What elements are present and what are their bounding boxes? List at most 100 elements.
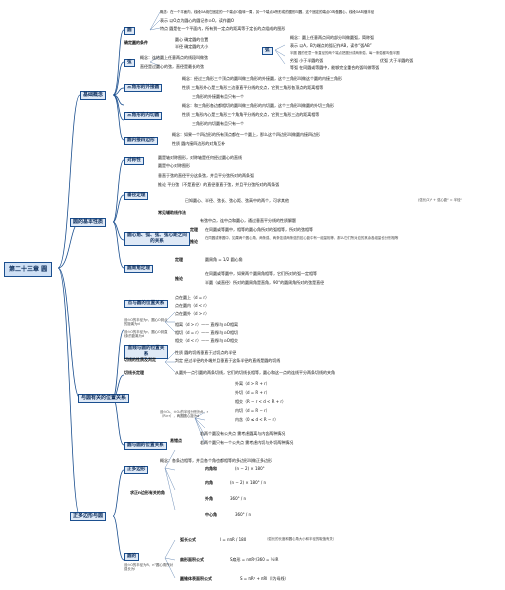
point-condition: 设⊙O的半径为r，圆心O到点的距离为d [124, 318, 168, 326]
symmetry-center: 圆是中心对称图形 [158, 163, 190, 168]
section-basic: 基础概念 [80, 91, 107, 100]
node-circle-calc: 圆的 [124, 553, 140, 561]
perp-formula: (弦长/2)² + 弦心距² = 半径² [418, 198, 462, 202]
sector-formula: S扇形 = nπR²/360 = ½lR [230, 557, 279, 562]
inscribed-corollary-2: 半圆（或直径）所对的圆周角是直角，90°的圆周角所对的弦是直径 [205, 280, 325, 285]
inner-sum-label: 内角和 [205, 466, 217, 471]
central-corollary-label: 推论 [190, 239, 198, 244]
center-angle-formula: 360° / n [235, 512, 252, 517]
inner-formula: (n − 2) × 180° / n [230, 480, 267, 485]
construct-midpoint: 有弦中点，连中点和圆心，通过垂直平分线的性质解题 [200, 218, 296, 223]
root-title: 第二十三章 圆 [4, 262, 53, 277]
central-theorem-label: 定理 [190, 227, 198, 232]
node-circumcircle: 三角形的外接圆 [124, 84, 163, 92]
arc-major: 优弧 大于半圆的弧 [380, 58, 414, 63]
node-point-circle: 点与圆的位置关系 [124, 300, 168, 308]
perp-theorem: 垂直于弦的直径平分这条弦，并且平分弦所对的两条弧 [158, 173, 254, 178]
outer-formula: 360° / n [230, 496, 247, 501]
inscribed-theorem-label: 定理 [175, 257, 183, 262]
determine-circle: 确定圆的条件 [124, 40, 148, 45]
arc-semicircle: 半圆 圆的任意一条直径的两个端点把圆分成两条弧，每一条弧都叫做半圆 [290, 51, 400, 55]
regular-angles: 求正n边形有关的角 [130, 490, 165, 495]
circles-intersect: 相交（R − r < d < R + r） [235, 399, 286, 404]
symmetry-axis: 圆是轴对称图形，对称轴是任何经过圆心的直线 [158, 155, 242, 160]
section-position: 与圆有关的位置关系 [78, 394, 130, 403]
circles-note-2: 若两个圆只有一个公共点 需考虑内切与外切两种情况 [200, 440, 294, 445]
node-circle: 圆 [124, 27, 135, 35]
equal-arc: 等弧 在同圆或等圆中，能够完全重合的弧叫做等弧 [290, 65, 380, 70]
node-inscribed-angle: 圆周角定理 [124, 265, 153, 273]
incircle-property: 性质 三角形内心是三角形三个角角平分线的交点，它到三角形三边的距离相等 [182, 112, 320, 117]
outer-label: 外角 [205, 496, 213, 501]
tangent-length: 从圆外一点引圆的两条切线，它们的切线长相等，圆心和这一点的连线平分两条切线的夹角 [175, 370, 335, 375]
point-on: 点在圆上（d = r） [175, 295, 210, 300]
circumcircle-definition: 概念：经过三角形三个顶点的圆叫做三角形的外接圆，这个三角形叫做这个圆的内接三角形 [182, 76, 342, 81]
node-two-circles: 圆与圆的位置关系 [124, 442, 167, 450]
tangent-label: 切线的性质及判定 [124, 357, 156, 362]
center-angle-label: 中心角 [205, 512, 217, 517]
circle-representation: 表示 以O点为圆心的圆记作⊙O，读作圆O [160, 18, 235, 23]
cone-label: 圆锥体表面积公式 [180, 576, 212, 581]
incircle-definition: 概念：和三角形各边都相切的圆叫做三角形的内切圆，这个三角形叫做圆的外切三角形 [182, 103, 334, 108]
inner-label: 内角 [205, 480, 213, 485]
calc-condition: 设⊙O的半径为R，n°圆心角所对弧长为l [124, 563, 174, 571]
node-line-circle: 直线与圆的位置关系 [124, 345, 168, 359]
quad-definition: 概念：如果一个四边形的所有顶点都在一个圆上，那么这个四边形叫做圆内接四边形 [172, 132, 320, 137]
circle-definition: 概念：在一个平面内，线段OA绕它固定的一个端点O旋转一周，另一个端点A所形成的图… [160, 10, 375, 14]
determine-radius: 半径 确定圆的大小 [175, 44, 209, 49]
circumcircle-unique: 三角形的外接圆有且只有一个 [192, 94, 244, 99]
chord-definition: 概念：连结圆上任意两点的线段叫做弦 [140, 55, 208, 60]
construct-lines: 常见辅助线作法 [158, 210, 186, 215]
point-inside: 点在圆内（d < r） [175, 303, 210, 308]
section-polygon: 正多边形与圆 [70, 512, 107, 521]
cone-formula: S = πR² + πRl（l为母线） [240, 576, 289, 581]
tangent-judge: 判定 经过半径的外端并且垂直于这条半径的直线是圆的切线 [175, 358, 281, 363]
point-outside: 点在圆外（d > r） [175, 311, 210, 316]
line-intersect: 相交（d < r）—— 直线l与⊙O相交 [175, 338, 238, 343]
tangent-property: 性质 圆的切线垂直于过切点的半径 [175, 350, 237, 355]
node-incircle: 三角形的内切圆 [124, 112, 163, 120]
sector-label: 扇形面积公式 [180, 557, 204, 562]
circles-separate: 外离（d > R + r） [235, 381, 270, 386]
circles-contain: 内含（0 ≤ d < R − r） [235, 417, 279, 422]
arc-length-formula: l = nπR / 180 [220, 537, 247, 542]
node-regular-polygon: 正多边形 [124, 466, 149, 474]
regular-definition: 概念：各条边相等，并且各个角也都相等的多边形叫做正多边形 [160, 458, 272, 463]
inner-sum-formula: (n − 2) × 180° [235, 466, 265, 471]
perp-calc: 已知圆心、半径、弦长、弦心距、弦高中的两个，可求其他 [185, 198, 289, 203]
tangent-length-label: 切线长定理 [124, 370, 144, 375]
quad-property: 性质 圆内接四边形的对角互补 [172, 141, 226, 146]
perp-corollary: 推论 平分弦（不是直径）的直径垂直于弦，并且平分弦所对的两条弧 [158, 182, 280, 187]
section-property: 圆的基本性质 [70, 218, 107, 227]
line-condition: 设⊙O的半径为r，圆心O到直线l的距离为d [124, 330, 168, 338]
circumcircle-property: 性质 三角形外心是三角形三边垂直平分线的交点，它到三角形各顶点的距离相等 [182, 85, 324, 90]
node-symmetry: 对称性 [124, 157, 144, 165]
arc-representation: 表示 以A，B为端点的弧记作AB，读作“弧AB” [290, 43, 372, 48]
circles-note-1: 若两个圆没有公共点 需考虑圆离与内含两种情况 [200, 431, 286, 436]
circles-condition: 设⊙O₁、⊙O₂的半径分别为R、r（R>r），两圆圆心距为d [160, 410, 209, 418]
circles-ext-tangent: 外切（d = R + r） [235, 390, 270, 395]
arc-minor: 劣弧 小于半圆的弧 [290, 58, 324, 63]
inscribed-corollary-label: 推论 [175, 276, 183, 281]
circles-note-label: 易错点 [170, 438, 182, 443]
arc-definition: 概念：圆上任意两点间的部分叫做圆弧，简称弧 [290, 35, 374, 40]
arc-length-label: 弧长公式 [180, 537, 196, 542]
incircle-unique: 三角形的内切圆有且只有一个 [192, 121, 244, 126]
determine-center: 圆心 确定圆的位置 [175, 37, 209, 42]
node-inscribed-quad: 圆内接四边形 [124, 137, 158, 145]
central-theorem: 在同圆或等圆中，相等的圆心角所对的弧相等，所对的弦相等 [205, 227, 313, 232]
node-arc: 弧 [262, 47, 273, 55]
node-central-angle: 圆心角、弧、弦、弦心距之间的关系 [124, 232, 190, 246]
node-chord: 弦 [124, 59, 135, 67]
inscribed-corollary-1: 在同圆或等圆中，如果两个圆周角相等，它们所对的弧一定相等 [205, 271, 317, 276]
circle-feature: 特点 圆是在一个平面内，所有到一定点的距离等于定长的点组成的图形 [160, 26, 286, 31]
central-corollary: 在同圆或等圆中，如果两个圆心角、两条弧、两条弦或两条弦的弦心距中有一组量相等，那… [205, 236, 399, 240]
circles-int-tangent: 内切（d = R − r） [235, 408, 270, 413]
diameter-note: 直径是过圆心的弦，直径是最长的弦 [140, 64, 204, 69]
inscribed-formula: 圆周角 = 1/2 圆心角 [205, 257, 243, 262]
arc-length-note: （弧长的长度和圆心角大小和半径的取值有关） [265, 537, 337, 541]
line-separate: 相离（d > r）—— 直线l与⊙O相离 [175, 322, 238, 327]
line-tangent: 相切（d = r）—— 直线l与⊙O相切 [175, 330, 238, 335]
node-perpendicular: 垂径定理 [124, 192, 149, 200]
